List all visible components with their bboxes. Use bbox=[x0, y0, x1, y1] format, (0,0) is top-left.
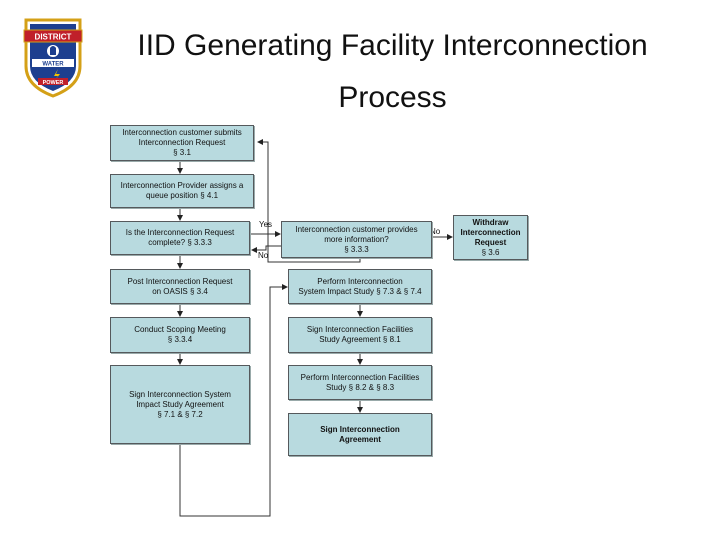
node-sign-interconnection-agreement: Sign Interconnection Agreement bbox=[288, 413, 432, 456]
node-text: Interconnection bbox=[460, 227, 521, 237]
node-text: Study § 8.2 & § 8.3 bbox=[325, 382, 395, 392]
node-sign-sis-agreement: Sign Interconnection System Impact Study… bbox=[110, 365, 250, 444]
arrow-provide-back-to-submit bbox=[257, 139, 361, 263]
node-text: § 3.3.3 bbox=[344, 244, 369, 254]
arrow-no-back-to-complete bbox=[251, 245, 281, 253]
node-request-complete: Is the Interconnection Request complete?… bbox=[110, 221, 250, 255]
node-withdraw-request: Withdraw Interconnection Request § 3.6 bbox=[453, 215, 528, 260]
logo-top-text: DISTRICT bbox=[35, 33, 72, 42]
node-text: Sign Interconnection bbox=[320, 424, 400, 434]
node-text: Interconnection Provider assigns a bbox=[120, 181, 244, 190]
arrow-sign-sis-to-perform-sis bbox=[179, 284, 288, 517]
node-scoping-meeting: Conduct Scoping Meeting § 3.3.4 bbox=[110, 317, 250, 353]
node-provide-more-info: Interconnection customer provides more i… bbox=[281, 221, 432, 258]
district-shield-logo: DISTRICT WATER POWER bbox=[23, 18, 83, 98]
page-title: IID Generating Facility Interconnection … bbox=[137, 29, 648, 114]
node-sign-fs-agreement: Sign Interconnection Facilities Study Ag… bbox=[288, 317, 432, 353]
edge-label-no-down: No bbox=[258, 251, 269, 260]
node-perform-fs: Perform Interconnection Facilities Study… bbox=[288, 365, 432, 400]
node-text: § 3.1 bbox=[173, 148, 191, 157]
logo-bottom-text: POWER bbox=[43, 80, 64, 86]
node-text: Perform Interconnection bbox=[317, 276, 403, 286]
node-text: Request bbox=[474, 237, 507, 247]
node-text: on OASIS § 3.4 bbox=[152, 286, 208, 296]
node-text: Withdraw bbox=[472, 217, 509, 227]
node-submit-request: Interconnection customer submits Interco… bbox=[110, 125, 254, 161]
node-text: Study Agreement § 8.1 bbox=[319, 335, 401, 344]
node-text: Interconnection customer submits bbox=[122, 128, 242, 137]
edge-label-no-right: No bbox=[430, 227, 441, 236]
node-text: § 7.1 & § 7.2 bbox=[157, 409, 203, 419]
node-text: complete? § 3.3.3 bbox=[148, 238, 212, 247]
node-text: Agreement bbox=[339, 434, 381, 444]
node-text: System Impact Study § 7.3 & § 7.4 bbox=[298, 286, 422, 296]
node-text: § 3.6 bbox=[481, 247, 500, 257]
node-text: Interconnection customer provides bbox=[295, 224, 418, 234]
node-text: Sign Interconnection System bbox=[129, 389, 231, 399]
node-post-oasis: Post Interconnection Request on OASIS § … bbox=[110, 269, 250, 304]
node-text: more information? bbox=[324, 234, 389, 244]
node-text: Perform Interconnection Facilities bbox=[300, 372, 420, 382]
node-perform-sis: Perform Interconnection System Impact St… bbox=[288, 269, 432, 304]
node-text: queue position § 4.1 bbox=[145, 191, 219, 200]
node-text: Is the Interconnection Request bbox=[125, 228, 235, 237]
node-text: Conduct Scoping Meeting bbox=[134, 325, 226, 334]
node-text: Post Interconnection Request bbox=[127, 276, 233, 286]
node-text: Interconnection Request bbox=[138, 138, 226, 147]
node-text: Sign Interconnection Facilities bbox=[306, 325, 414, 334]
node-text: Impact Study Agreement bbox=[136, 399, 224, 409]
edge-label-yes: Yes bbox=[259, 220, 273, 229]
node-text: § 3.3.4 bbox=[167, 335, 193, 344]
logo-mid-text: WATER bbox=[42, 62, 64, 68]
node-assign-queue: Interconnection Provider assigns a queue… bbox=[110, 174, 254, 208]
